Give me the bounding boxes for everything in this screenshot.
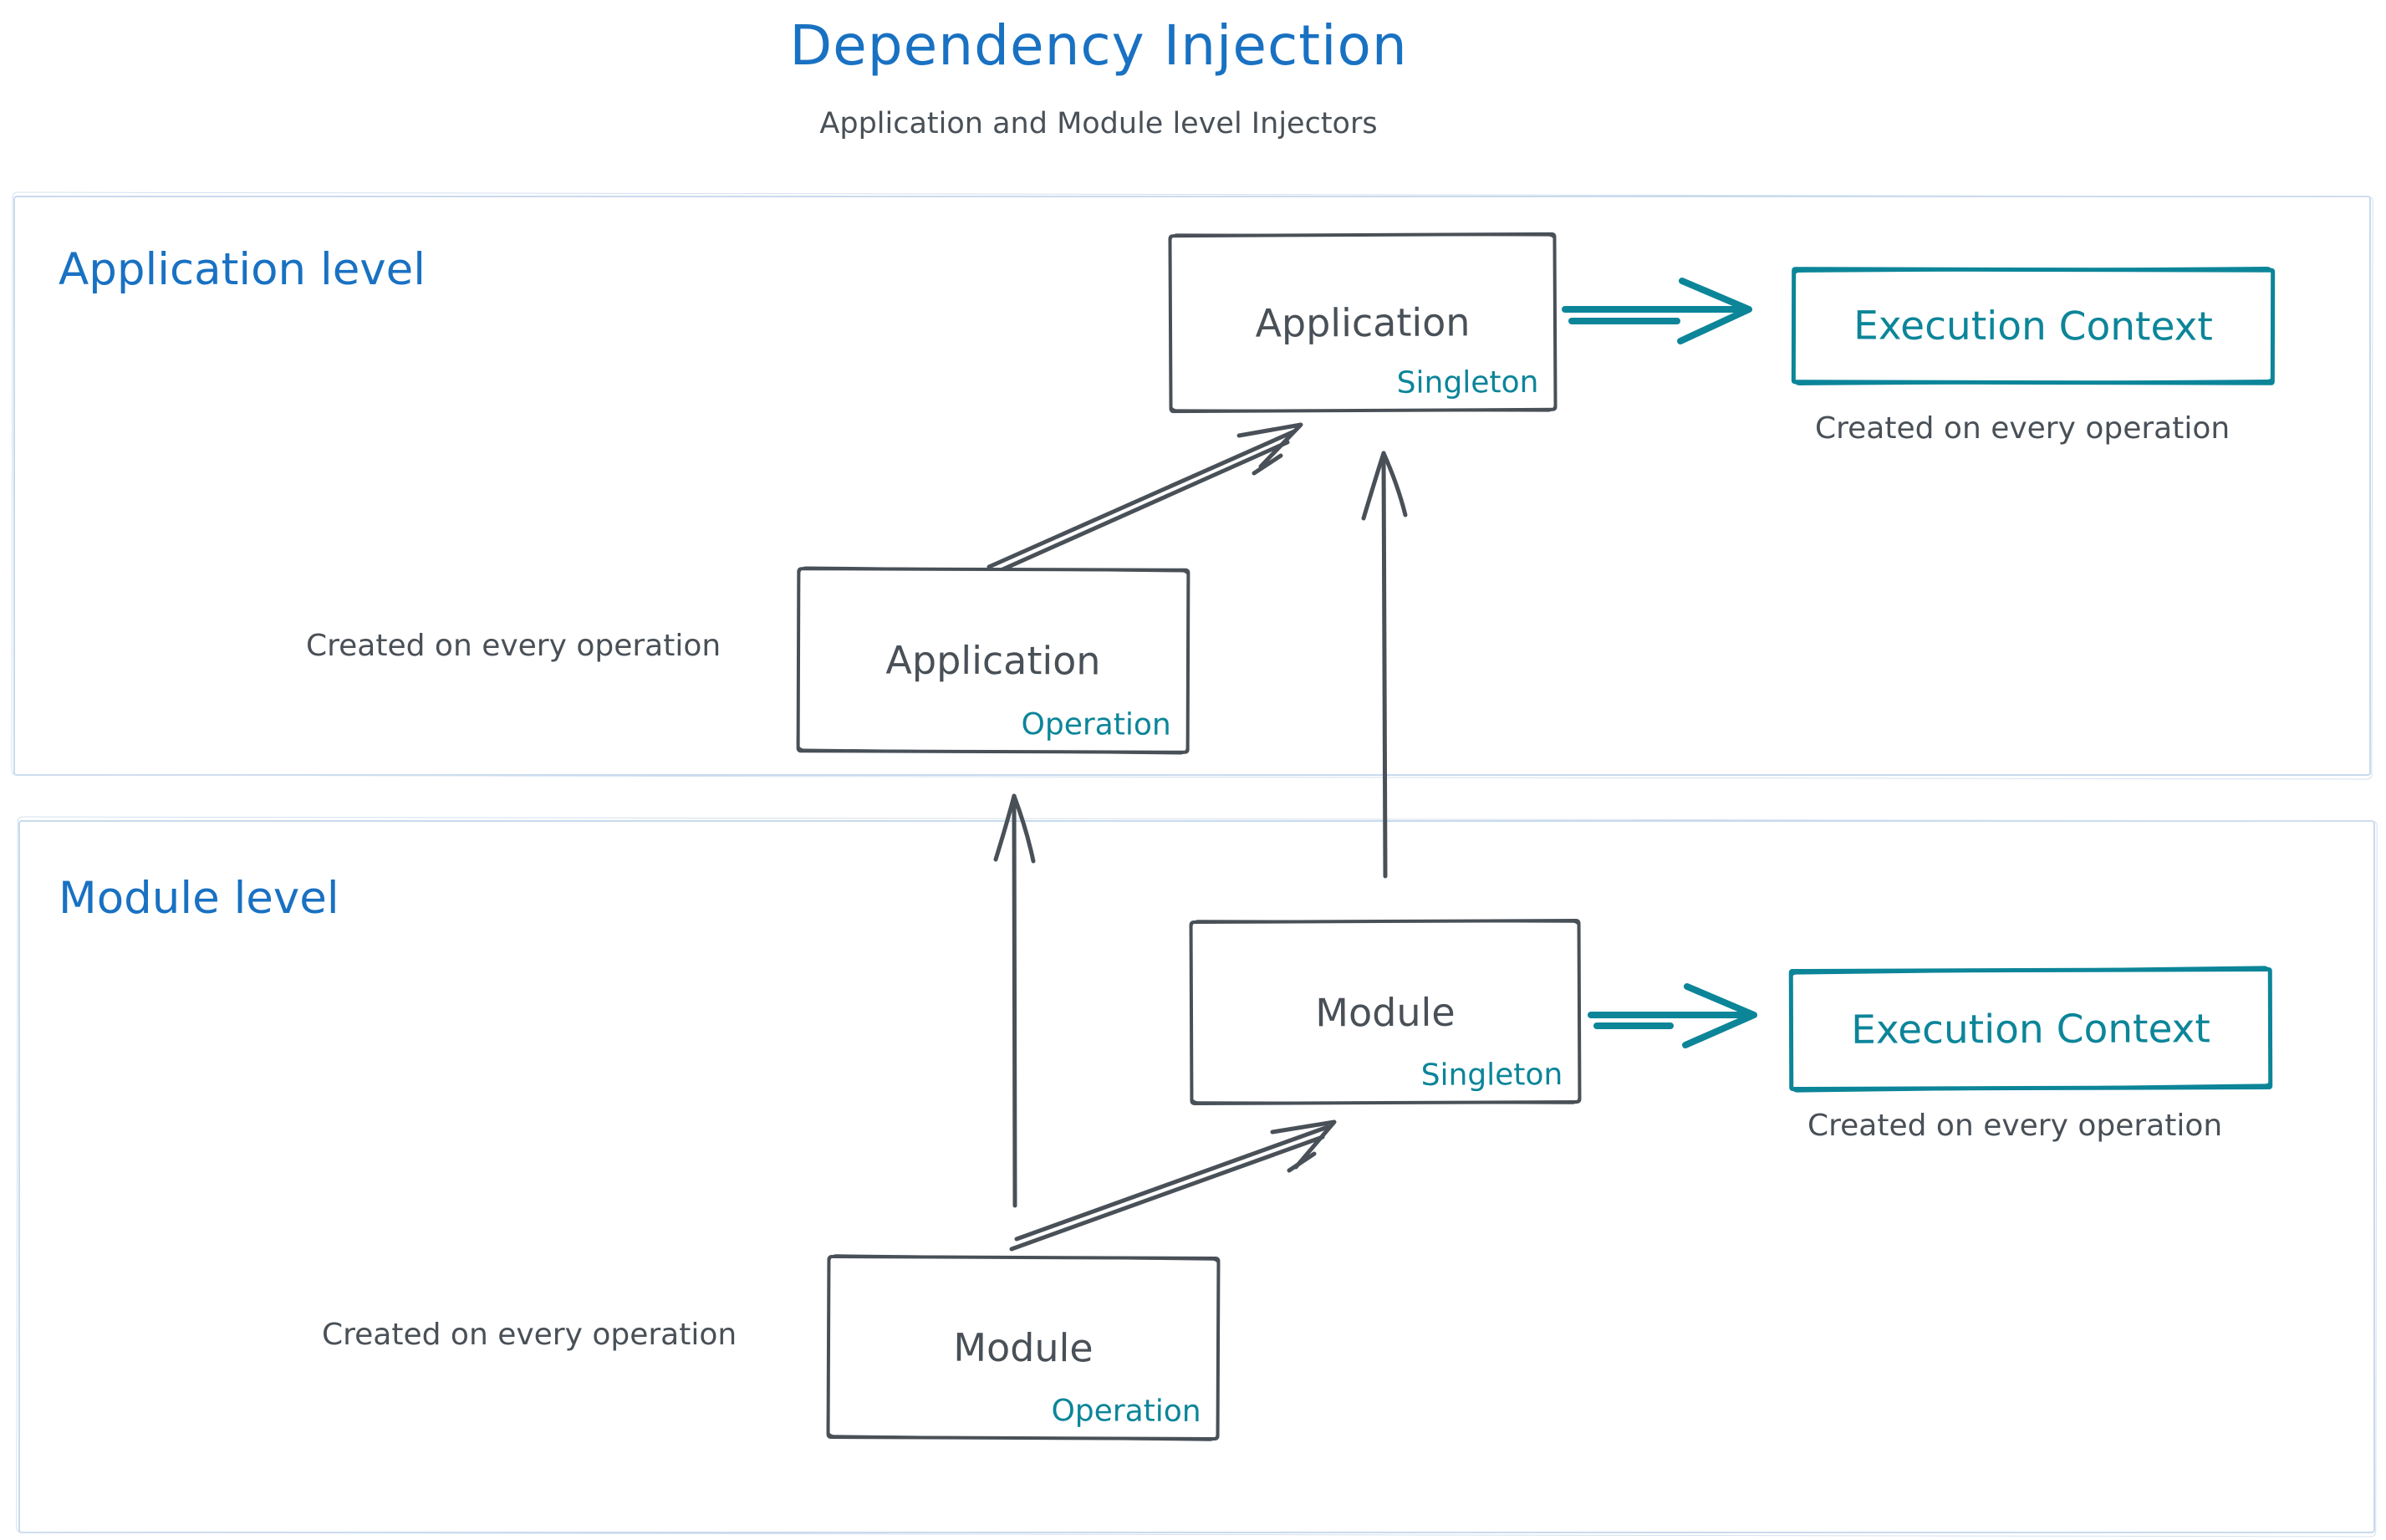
diagram-title: Dependency Injection	[789, 13, 1408, 78]
node-module-operation: Module Operation	[826, 1254, 1221, 1441]
note-module-operation-created-on-every-operation: Created on every operation	[322, 1318, 737, 1352]
box-module-execution-context: Execution Context	[1788, 966, 2273, 1092]
diagram-subtitle: Application and Module level Injectors	[819, 107, 1378, 140]
section-module-level	[18, 820, 2375, 1533]
scope-badge-singleton: Singleton	[1396, 365, 1539, 400]
section-application-level	[13, 196, 2371, 776]
scope-badge-singleton: Singleton	[1420, 1058, 1563, 1093]
node-module-singleton: Module Singleton	[1189, 918, 1582, 1106]
node-title: Application	[1255, 299, 1471, 346]
node-title: Module	[953, 1324, 1094, 1371]
scope-badge-operation: Operation	[1051, 1394, 1201, 1429]
scope-badge-operation: Operation	[1021, 707, 1171, 742]
execution-context-label: Execution Context	[1851, 1005, 2210, 1053]
node-application-singleton: Application Singleton	[1168, 232, 1558, 414]
note-module-exec-created-on-every-operation: Created on every operation	[1807, 1109, 2223, 1143]
note-app-operation-created-on-every-operation: Created on every operation	[306, 629, 721, 663]
node-title: Application	[885, 637, 1101, 684]
node-application-operation: Application Operation	[796, 567, 1190, 754]
node-title: Module	[1315, 989, 1456, 1035]
section-label-module-level: Module level	[59, 873, 339, 924]
note-app-exec-created-on-every-operation: Created on every operation	[1815, 411, 2231, 446]
section-label-application-level: Application level	[59, 244, 426, 295]
execution-context-label: Execution Context	[1853, 302, 2213, 350]
box-application-execution-context: Execution Context	[1791, 267, 2276, 385]
